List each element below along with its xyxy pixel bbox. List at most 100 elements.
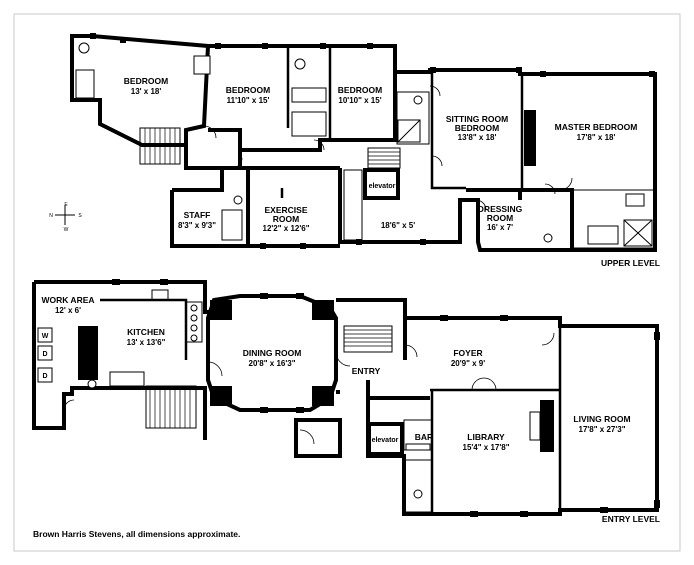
bedroom-3-name: BEDROOM [338, 85, 382, 95]
master-bath [571, 189, 656, 249]
upper-elevator-label: elevator [369, 183, 396, 190]
dressing-walls [466, 188, 574, 250]
work-area-dim: 12' x 6' [55, 306, 81, 315]
entry-elevator-label: elevator [372, 437, 399, 444]
dressing-room-name-2: ROOM [487, 213, 513, 223]
upper-hall-walls [338, 168, 572, 252]
master-fireplace [524, 110, 536, 166]
dining-corner-1 [210, 300, 232, 320]
powder-room [403, 459, 433, 513]
compass-rose: E W N S [49, 202, 82, 233]
bedroom-2-dim: 11'10" x 15' [227, 96, 270, 105]
exercise-name: EXERCISE [265, 205, 308, 215]
upper-elevator-shaft [363, 168, 400, 200]
toilet [78, 42, 90, 54]
entry-name: ENTRY [352, 366, 381, 376]
entry-stair [343, 325, 393, 353]
upper-hall-dim: 18'6" x 5' [381, 221, 415, 230]
bath-2-tub-b [291, 111, 327, 137]
appliance-d: D [42, 351, 47, 358]
upper-stair-right [367, 147, 401, 169]
kitchen-island-counter [78, 326, 98, 380]
entry-level-plan [32, 279, 660, 517]
exercise-dim: 12'2" x 12'6" [263, 224, 310, 233]
staff-name: STAFF [184, 210, 211, 220]
upper-hall-closet [343, 169, 363, 241]
sitting-room-name: SITTING ROOM [446, 114, 508, 124]
bedroom-3-dim: 10'10" x 15' [338, 96, 381, 105]
living-fireplace [540, 400, 554, 452]
dressing-room-dim: 16' x 7' [487, 223, 513, 232]
master-bath-tub [587, 225, 619, 245]
kitchen-dim: 13' x 13'6" [127, 338, 166, 347]
staff-toilet [233, 195, 243, 205]
compass-s: S [78, 213, 82, 219]
staff-bath-tub [221, 209, 243, 241]
sitting-room-inner [430, 72, 466, 190]
credit-note: Brown Harris Stevens, all dimensions app… [33, 529, 240, 539]
kitchen-name: KITCHEN [127, 327, 165, 337]
staff-dim: 8'3" x 9'3" [178, 221, 216, 230]
entry-closet-walls [294, 418, 342, 458]
bedroom-1-walls [70, 34, 211, 147]
master-bedroom-name: MASTER BEDROOM [555, 122, 638, 132]
compass-e: E [64, 202, 68, 208]
service-stair [145, 385, 197, 429]
bed2-closet [193, 55, 211, 75]
powder-room-toilet [413, 489, 423, 499]
sitting-room-dim: 13'8" x 18' [458, 133, 497, 142]
staff-exercise-walls [170, 168, 340, 248]
master-vanity [625, 193, 645, 207]
living-room-name: LIVING ROOM [573, 414, 630, 424]
living-room-dim: 17'8" x 27'3" [579, 425, 626, 434]
bathtub [75, 69, 95, 99]
living-fireplace-hearth [529, 411, 541, 441]
bar-counter [405, 443, 431, 451]
entry-door-swings [63, 332, 555, 411]
dining-room-name: DINING ROOM [243, 348, 302, 358]
upper-corridor-walls [184, 145, 340, 170]
powder-toilet [87, 379, 97, 389]
upper-stair-left-treads [144, 128, 176, 164]
upper-window-jambs [90, 33, 655, 249]
bath-2-tub [291, 87, 327, 103]
foyer-name: FOYER [453, 348, 482, 358]
dining-room-dim: 20'8" x 16'3" [249, 359, 296, 368]
exercise-name-2: ROOM [273, 214, 299, 224]
sitting-toilet [413, 95, 423, 105]
kitchen-counter-line [100, 298, 188, 360]
entry-window-jambs [112, 279, 660, 517]
outer-frame [13, 13, 681, 552]
bedroom-1-dim: 13' x 18' [131, 87, 162, 96]
compass-n: N [49, 213, 53, 219]
dryer [37, 345, 53, 361]
bedroom-2-3-walls [208, 44, 397, 152]
bath-2-toilet [294, 58, 306, 70]
bar-name: BAR [415, 432, 433, 442]
washer [37, 327, 53, 343]
dining-corner-2 [312, 300, 334, 320]
sitting-room-name-2: BEDROOM [455, 123, 499, 133]
entry-elevator-shaft [367, 422, 404, 456]
kitchen-range [185, 301, 203, 343]
upper-level-label: UPPER LEVEL [601, 258, 660, 268]
kitchen-counter [109, 371, 145, 387]
kitchen-sink [151, 289, 169, 301]
dressing-toilet [543, 233, 553, 243]
dining-corner-3 [210, 386, 232, 406]
bedroom-1-name: BEDROOM [124, 76, 168, 86]
appliance-w: W [42, 333, 49, 340]
library-name: LIBRARY [467, 432, 505, 442]
upper-level-plan [70, 33, 657, 252]
dining-corner-4 [312, 386, 334, 406]
upper-door-swings [203, 85, 573, 211]
entry-hall-walls [336, 298, 430, 400]
laundry-d [37, 367, 53, 383]
dressing-room-name: DRESSING [478, 204, 523, 214]
master-bedroom-dim: 17'8" x 18' [577, 133, 616, 142]
appliance-d-2: D [42, 373, 47, 380]
room-labels: BEDROOM 13' x 18' BEDROOM 11'10" x 15' B… [33, 76, 660, 539]
sitting-bath [396, 91, 430, 145]
bedroom-2-name: BEDROOM [226, 85, 270, 95]
